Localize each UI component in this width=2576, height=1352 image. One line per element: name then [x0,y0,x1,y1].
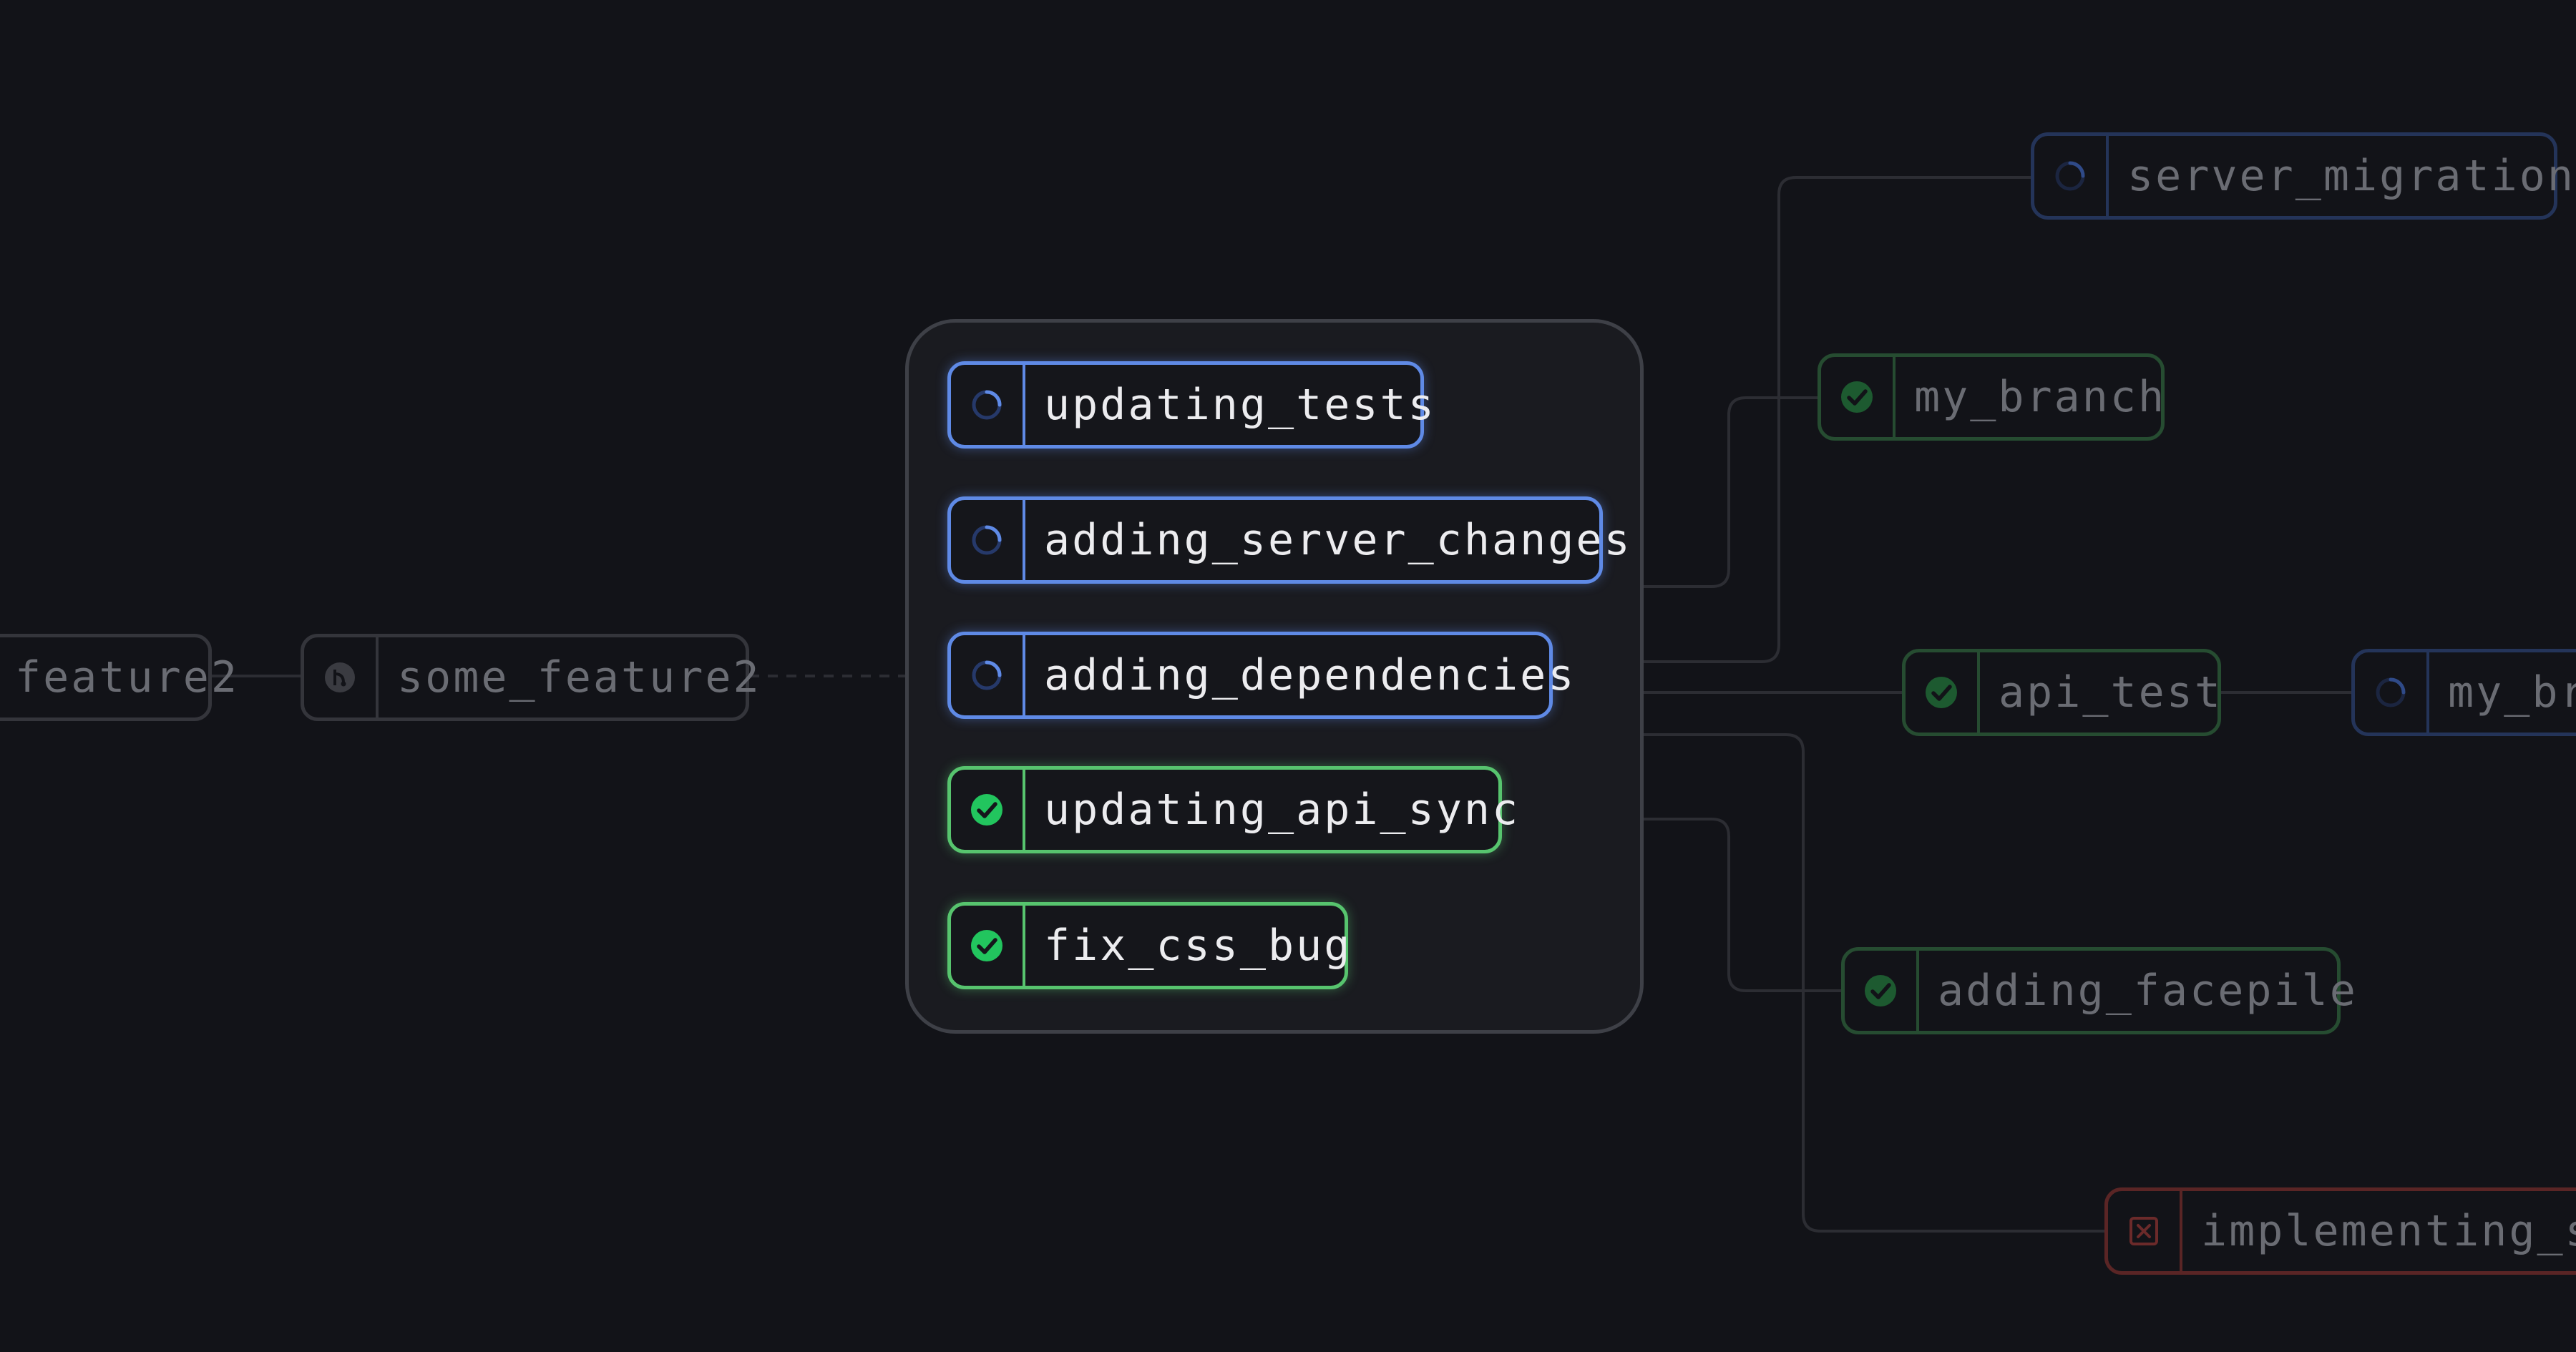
failed-x-icon [2108,1191,2182,1271]
check-circle-icon [1821,357,1896,437]
branch-node-server-migration[interactable]: server_migration [2031,132,2573,220]
check-circle-icon [951,770,1025,850]
branch-node-api-test[interactable]: api_test [1902,649,2221,736]
in-progress-icon [951,500,1025,580]
connector-group-adding-facepile [1644,818,1841,992]
branch-label: fix_css_bug [1044,921,1352,971]
branch-node-feature2[interactable]: feature2 [0,634,237,721]
branch-label: updating_api_sync [1044,785,1521,835]
connector-group-server-migration [1644,176,2031,663]
branch-label: updating_tests [1044,380,1436,430]
branch-label: feature2 [15,652,239,702]
branch-label: adding_facepile [1938,966,2358,1016]
merge-icon [304,637,379,717]
connector-group-implementing-st [1644,733,2104,1233]
branch-node-my-branch[interactable]: my_branch [1818,353,2165,441]
branch-label: adding_server_changes [1044,515,1632,565]
branch-label: api_test [1999,667,2223,717]
branch-node-adding-facepile[interactable]: adding_facepile [1841,947,2356,1034]
branch-label: implementing_st [2201,1206,2576,1256]
in-progress-icon [2355,652,2429,733]
branch-label: my_br [2448,667,2576,717]
branch-node-adding-dependencies[interactable]: adding_dependencies [947,632,1574,719]
branch-label: server_migration [2127,151,2575,201]
branch-node-updating-api-sync[interactable]: updating_api_sync [947,766,1518,853]
branch-node-fix-css-bug[interactable]: fix_css_bug [947,902,1350,989]
branch-label: some_feature2 [397,652,761,702]
branch-node-updating-tests[interactable]: updating_tests [947,361,1434,449]
check-circle-icon [951,906,1025,986]
in-progress-icon [2034,136,2109,216]
check-circle-icon [1845,951,1919,1031]
in-progress-icon [951,365,1025,445]
branch-node-some-feature2[interactable]: some_feature2 [301,634,759,721]
branch-label: my_branch [1914,372,2167,422]
branch-node-my-br[interactable]: my_br [2351,649,2576,736]
in-progress-icon [951,635,1025,715]
branch-label: adding_dependencies [1044,650,1576,700]
branch-node-implementing-st[interactable]: implementing_st [2104,1187,2576,1275]
connector-group-my-branch [1644,396,1818,588]
check-circle-icon [1906,652,1980,733]
branch-node-adding-server-changes[interactable]: adding_server_changes [947,496,1630,584]
